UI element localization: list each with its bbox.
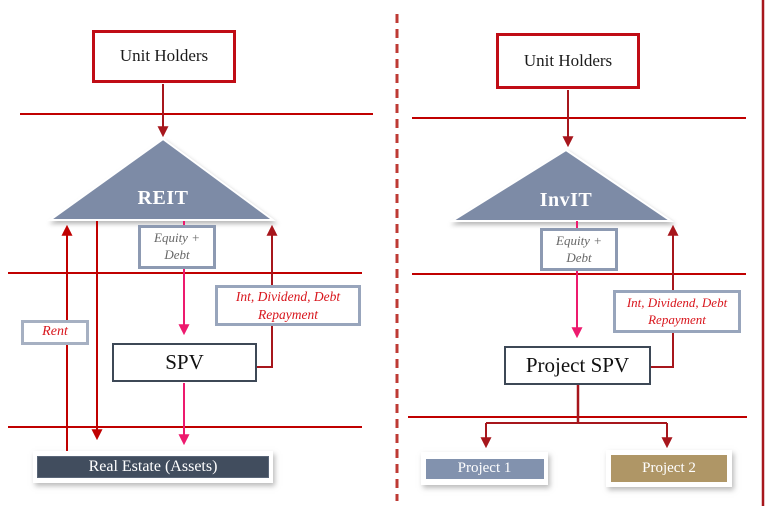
- right-int-line2: Repayment: [648, 311, 706, 327]
- project1-box: Project 1: [421, 452, 548, 485]
- right-unit-holders-label: Unit Holders: [523, 50, 613, 70]
- project2-box: Project 2: [606, 450, 732, 487]
- left-equity-debt-box: Equity + Debt: [138, 225, 216, 269]
- left-int-line1: Int, Dividend, Debt: [235, 288, 341, 304]
- right-equity-debt-box: Equity + Debt: [540, 228, 618, 271]
- left-equity-line2: Debt: [164, 247, 190, 262]
- right-unit-holders-box: Unit Holders: [496, 33, 640, 89]
- project-spv-box: Project SPV: [504, 346, 651, 385]
- left-unit-holders-label: Unit Holders: [119, 46, 209, 66]
- arrow-project-spv-return-to-invit: [651, 224, 679, 368]
- project2-label: Project 2: [642, 460, 696, 476]
- spv-box: SPV: [112, 343, 257, 382]
- real-estate-assets-inner: Real Estate (Assets): [37, 456, 269, 478]
- real-estate-assets-label: Real Estate (Assets): [88, 458, 218, 475]
- project2-inner: Project 2: [611, 455, 727, 482]
- left-unit-holders-box: Unit Holders: [92, 30, 236, 83]
- rent-box: Rent: [21, 320, 89, 345]
- arrow-spv-return-to-reit: [257, 224, 278, 368]
- right-int-dividend-box: Int, Dividend, Debt Repayment: [613, 290, 741, 333]
- real-estate-assets-box: Real Estate (Assets): [33, 451, 273, 483]
- left-equity-line1: Equity +: [154, 230, 200, 246]
- rent-label: Rent: [42, 324, 68, 340]
- right-equity-line2: Debt: [566, 249, 592, 265]
- right-equity-line1: Equity +: [556, 232, 602, 248]
- project-spv-label: Project SPV: [525, 352, 630, 377]
- invit-triangle: [448, 148, 675, 222]
- project1-inner: Project 1: [425, 458, 544, 479]
- right-int-line1: Int, Dividend, Debt: [626, 294, 728, 310]
- reit-triangle: [46, 137, 277, 221]
- spv-label: SPV: [165, 349, 204, 374]
- left-int-line2: Repayment: [258, 306, 318, 322]
- left-int-dividend-box: Int, Dividend, Debt Repayment: [215, 285, 361, 326]
- reit-label: REIT: [137, 187, 189, 209]
- invit-label: InvIT: [539, 189, 593, 211]
- project1-label: Project 1: [457, 460, 512, 476]
